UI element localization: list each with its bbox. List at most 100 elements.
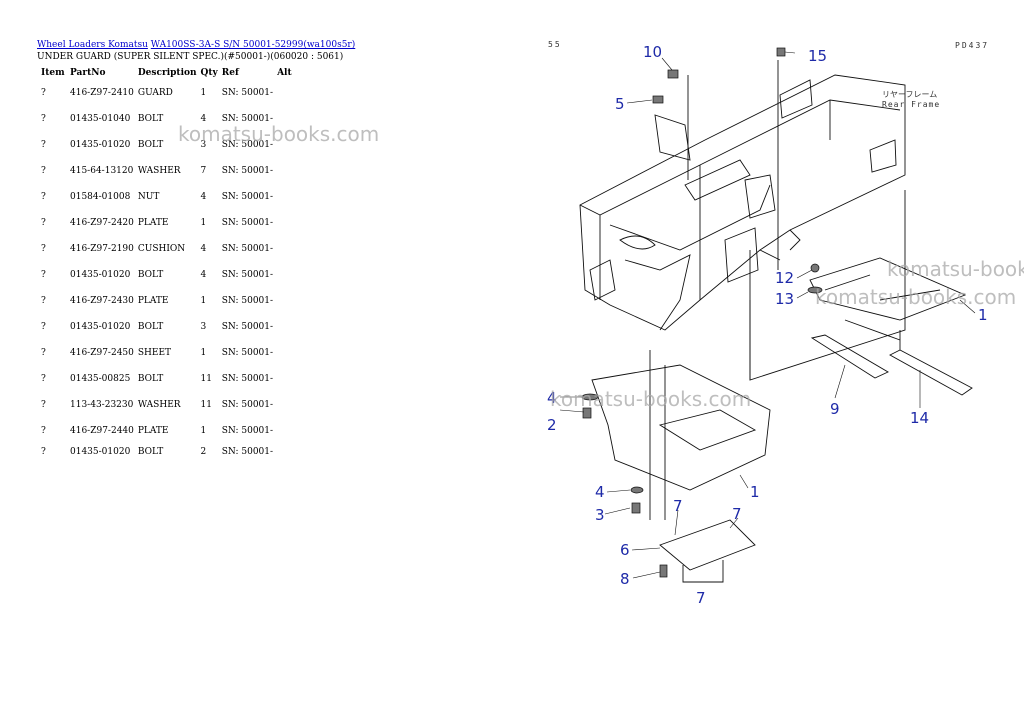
cell-partno: 01435-01020 bbox=[70, 140, 131, 150]
callout-1-lower: 1 bbox=[750, 483, 760, 501]
nut-5-icon bbox=[652, 95, 664, 104]
cell-partno: 416-Z97-2430 bbox=[70, 296, 134, 306]
callout-13: 13 bbox=[775, 290, 794, 308]
breadcrumb-link-model[interactable]: WA100SS-3A-S S/N 50001-52999(wa100s5r) bbox=[150, 40, 356, 50]
washer-13-icon bbox=[807, 286, 823, 294]
cell-ref: SN: 50001- bbox=[221, 88, 274, 98]
cell-partno: 01435-01040 bbox=[70, 114, 131, 124]
cell-description: SHEET bbox=[137, 348, 172, 358]
cell-qty: 3 bbox=[200, 322, 207, 332]
cell-item: ? bbox=[41, 166, 46, 176]
cell-item: ? bbox=[41, 374, 46, 384]
parts-table: Item PartNo Description Qty Ref Alt ?416… bbox=[37, 66, 301, 460]
frame-drawing bbox=[579, 60, 973, 583]
cell-partno: 01435-01020 bbox=[70, 447, 131, 457]
callout-2: 2 bbox=[547, 416, 557, 434]
frame-label-jp: リヤーフレーム bbox=[882, 90, 938, 99]
cell-item: ? bbox=[41, 244, 46, 254]
cell-partno: 416-Z97-2410 bbox=[70, 88, 134, 98]
cell-item: ? bbox=[41, 270, 46, 280]
cell-ref: SN: 50001- bbox=[221, 140, 274, 150]
cell-description: BOLT bbox=[137, 322, 164, 332]
bolt-3-icon bbox=[631, 502, 641, 514]
callout-15: 15 bbox=[808, 47, 827, 65]
table-header-row: Item PartNo Description Qty Ref Alt bbox=[37, 66, 301, 80]
cell-qty: 7 bbox=[200, 166, 207, 176]
cell-item: ? bbox=[41, 218, 46, 228]
header-ref: Ref bbox=[221, 68, 239, 78]
page-subtitle: UNDER GUARD (SUPER SILENT SPEC.)(#50001-… bbox=[37, 52, 344, 62]
cell-item: ? bbox=[41, 348, 46, 358]
callout-6: 6 bbox=[620, 541, 630, 559]
cell-partno: 01435-01020 bbox=[70, 322, 131, 332]
callout-3: 3 bbox=[595, 506, 605, 524]
cell-description: BOLT bbox=[137, 374, 164, 384]
cell-ref: SN: 50001- bbox=[221, 447, 274, 457]
cell-qty: 4 bbox=[200, 244, 207, 254]
callout-9: 9 bbox=[830, 400, 840, 418]
cell-description: NUT bbox=[137, 192, 160, 202]
cell-ref: SN: 50001- bbox=[221, 218, 274, 228]
callouts: 10 15 5 12 13 1 9 14 4 2 1 4 3 7 7 6 8 7 bbox=[547, 43, 988, 607]
bolt-8-icon bbox=[659, 564, 668, 578]
breadcrumb: Wheel Loaders Komatsu WA100SS-3A-S S/N 5… bbox=[37, 40, 355, 50]
cell-ref: SN: 50001- bbox=[221, 270, 274, 280]
cell-partno: 01435-00825 bbox=[70, 374, 131, 384]
callout-8: 8 bbox=[620, 570, 630, 588]
header-alt: Alt bbox=[277, 68, 292, 78]
bolt-2-icon bbox=[582, 407, 592, 419]
cell-item: ? bbox=[41, 192, 46, 202]
cell-item: ? bbox=[41, 140, 46, 150]
cell-ref: SN: 50001- bbox=[221, 244, 274, 254]
cell-description: WASHER bbox=[137, 166, 181, 176]
cell-partno: 416-Z97-2450 bbox=[70, 348, 134, 358]
callout-4: 4 bbox=[547, 389, 557, 407]
cell-qty: 1 bbox=[200, 218, 207, 228]
diagram-code: PD437 bbox=[955, 41, 990, 50]
cell-description: PLATE bbox=[137, 218, 169, 228]
cell-ref: SN: 50001- bbox=[221, 192, 274, 202]
callout-5: 5 bbox=[615, 95, 625, 113]
fasteners bbox=[581, 47, 823, 578]
callout-14: 14 bbox=[910, 409, 929, 427]
cell-item: ? bbox=[41, 114, 46, 124]
cell-description: WASHER bbox=[137, 400, 181, 410]
cell-qty: 11 bbox=[200, 400, 212, 410]
cell-partno: 416-Z97-2440 bbox=[70, 426, 134, 436]
cell-ref: SN: 50001- bbox=[221, 426, 274, 436]
callout-7-bottom: 7 bbox=[696, 589, 706, 607]
cell-item: ? bbox=[41, 296, 46, 306]
cell-partno: 01584-01008 bbox=[70, 192, 131, 202]
callout-1-right: 1 bbox=[978, 306, 988, 324]
callout-10: 10 bbox=[643, 43, 662, 61]
cell-item: ? bbox=[41, 447, 46, 457]
cell-ref: SN: 50001- bbox=[221, 114, 274, 124]
cell-qty: 1 bbox=[200, 348, 207, 358]
cell-partno: 416-Z97-2420 bbox=[70, 218, 134, 228]
breadcrumb-link-wheel-loaders[interactable]: Wheel Loaders Komatsu bbox=[37, 40, 148, 50]
cell-description: BOLT bbox=[137, 114, 164, 124]
cell-description: BOLT bbox=[137, 447, 164, 457]
header-qty: Qty bbox=[200, 68, 218, 78]
cell-description: BOLT bbox=[137, 270, 164, 280]
washer-4b-icon bbox=[630, 486, 644, 494]
cell-description: BOLT bbox=[137, 140, 164, 150]
bolt-12-icon bbox=[810, 263, 820, 273]
header-item: Item bbox=[41, 68, 65, 78]
leader-lines bbox=[559, 51, 976, 579]
washer-4-icon bbox=[581, 393, 599, 401]
cell-qty: 1 bbox=[200, 296, 207, 306]
cell-item: ? bbox=[41, 322, 46, 332]
